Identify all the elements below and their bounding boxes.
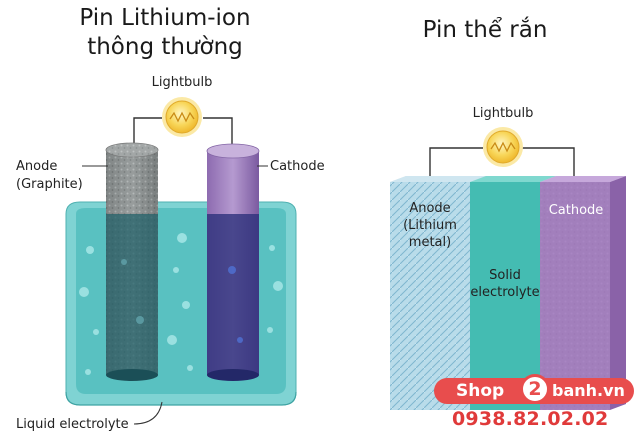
lightbulb-label-right: Lightbulb <box>473 106 534 121</box>
wire-left <box>133 117 162 147</box>
anode-label-line-1: Anode <box>16 159 57 174</box>
solid-anode-label-line-2: (Lithium <box>403 218 457 233</box>
electrolyte-bubbles <box>79 233 283 375</box>
solid-cathode-label: Cathode <box>549 203 604 218</box>
wire-right-battery <box>429 147 575 181</box>
title-line-1: Pin Lithium-ion <box>79 5 251 31</box>
solid-state-battery: Lightbulb Anode (Lithium metal) Solid el… <box>390 106 626 410</box>
solid-anode-label-line-3: metal) <box>409 235 451 250</box>
conventional-battery: Lightbulb <box>16 75 325 432</box>
wire-right <box>203 117 233 148</box>
watermark-pill: Shop 2 banh.vn <box>434 374 634 404</box>
title-line-2: thông thường <box>87 34 243 60</box>
watermark-phone: 0938.82.02.02 <box>452 408 609 430</box>
solid-anode-label-line-1: Anode <box>409 201 450 216</box>
watermark-shop: Shop <box>456 381 505 401</box>
solid-electrolyte-label-line-1: Solid <box>489 268 521 283</box>
watermark-number-badge: 2 <box>520 374 550 404</box>
solid-electrolyte-layer <box>470 182 540 410</box>
cathode-rod <box>206 143 260 381</box>
watermark-domain: banh.vn <box>552 381 625 400</box>
anode-lithium-metal-layer <box>390 182 470 410</box>
cathode-label-left: Cathode <box>270 159 325 174</box>
lightbulb-label-left: Lightbulb <box>152 75 213 90</box>
lightbulb-icon-right <box>483 127 523 167</box>
electrolyte-leader-line <box>133 401 163 425</box>
anode-label-line-2: (Graphite) <box>16 177 83 192</box>
title-conventional-battery: Pin Lithium-ion thông thường <box>55 4 275 62</box>
cell-side-face <box>610 176 626 410</box>
shop2banh-watermark: Shop 2 banh.vn 0938.82.02.02 <box>428 374 634 434</box>
lightbulb-icon <box>162 97 202 137</box>
electrolyte-label-left: Liquid electrolyte <box>16 417 129 432</box>
solid-electrolyte-label-line-2: electrolyte <box>470 285 539 300</box>
anode-graphite-rod <box>105 142 159 381</box>
title-solid-state-battery: Pin thể rắn <box>422 17 548 43</box>
